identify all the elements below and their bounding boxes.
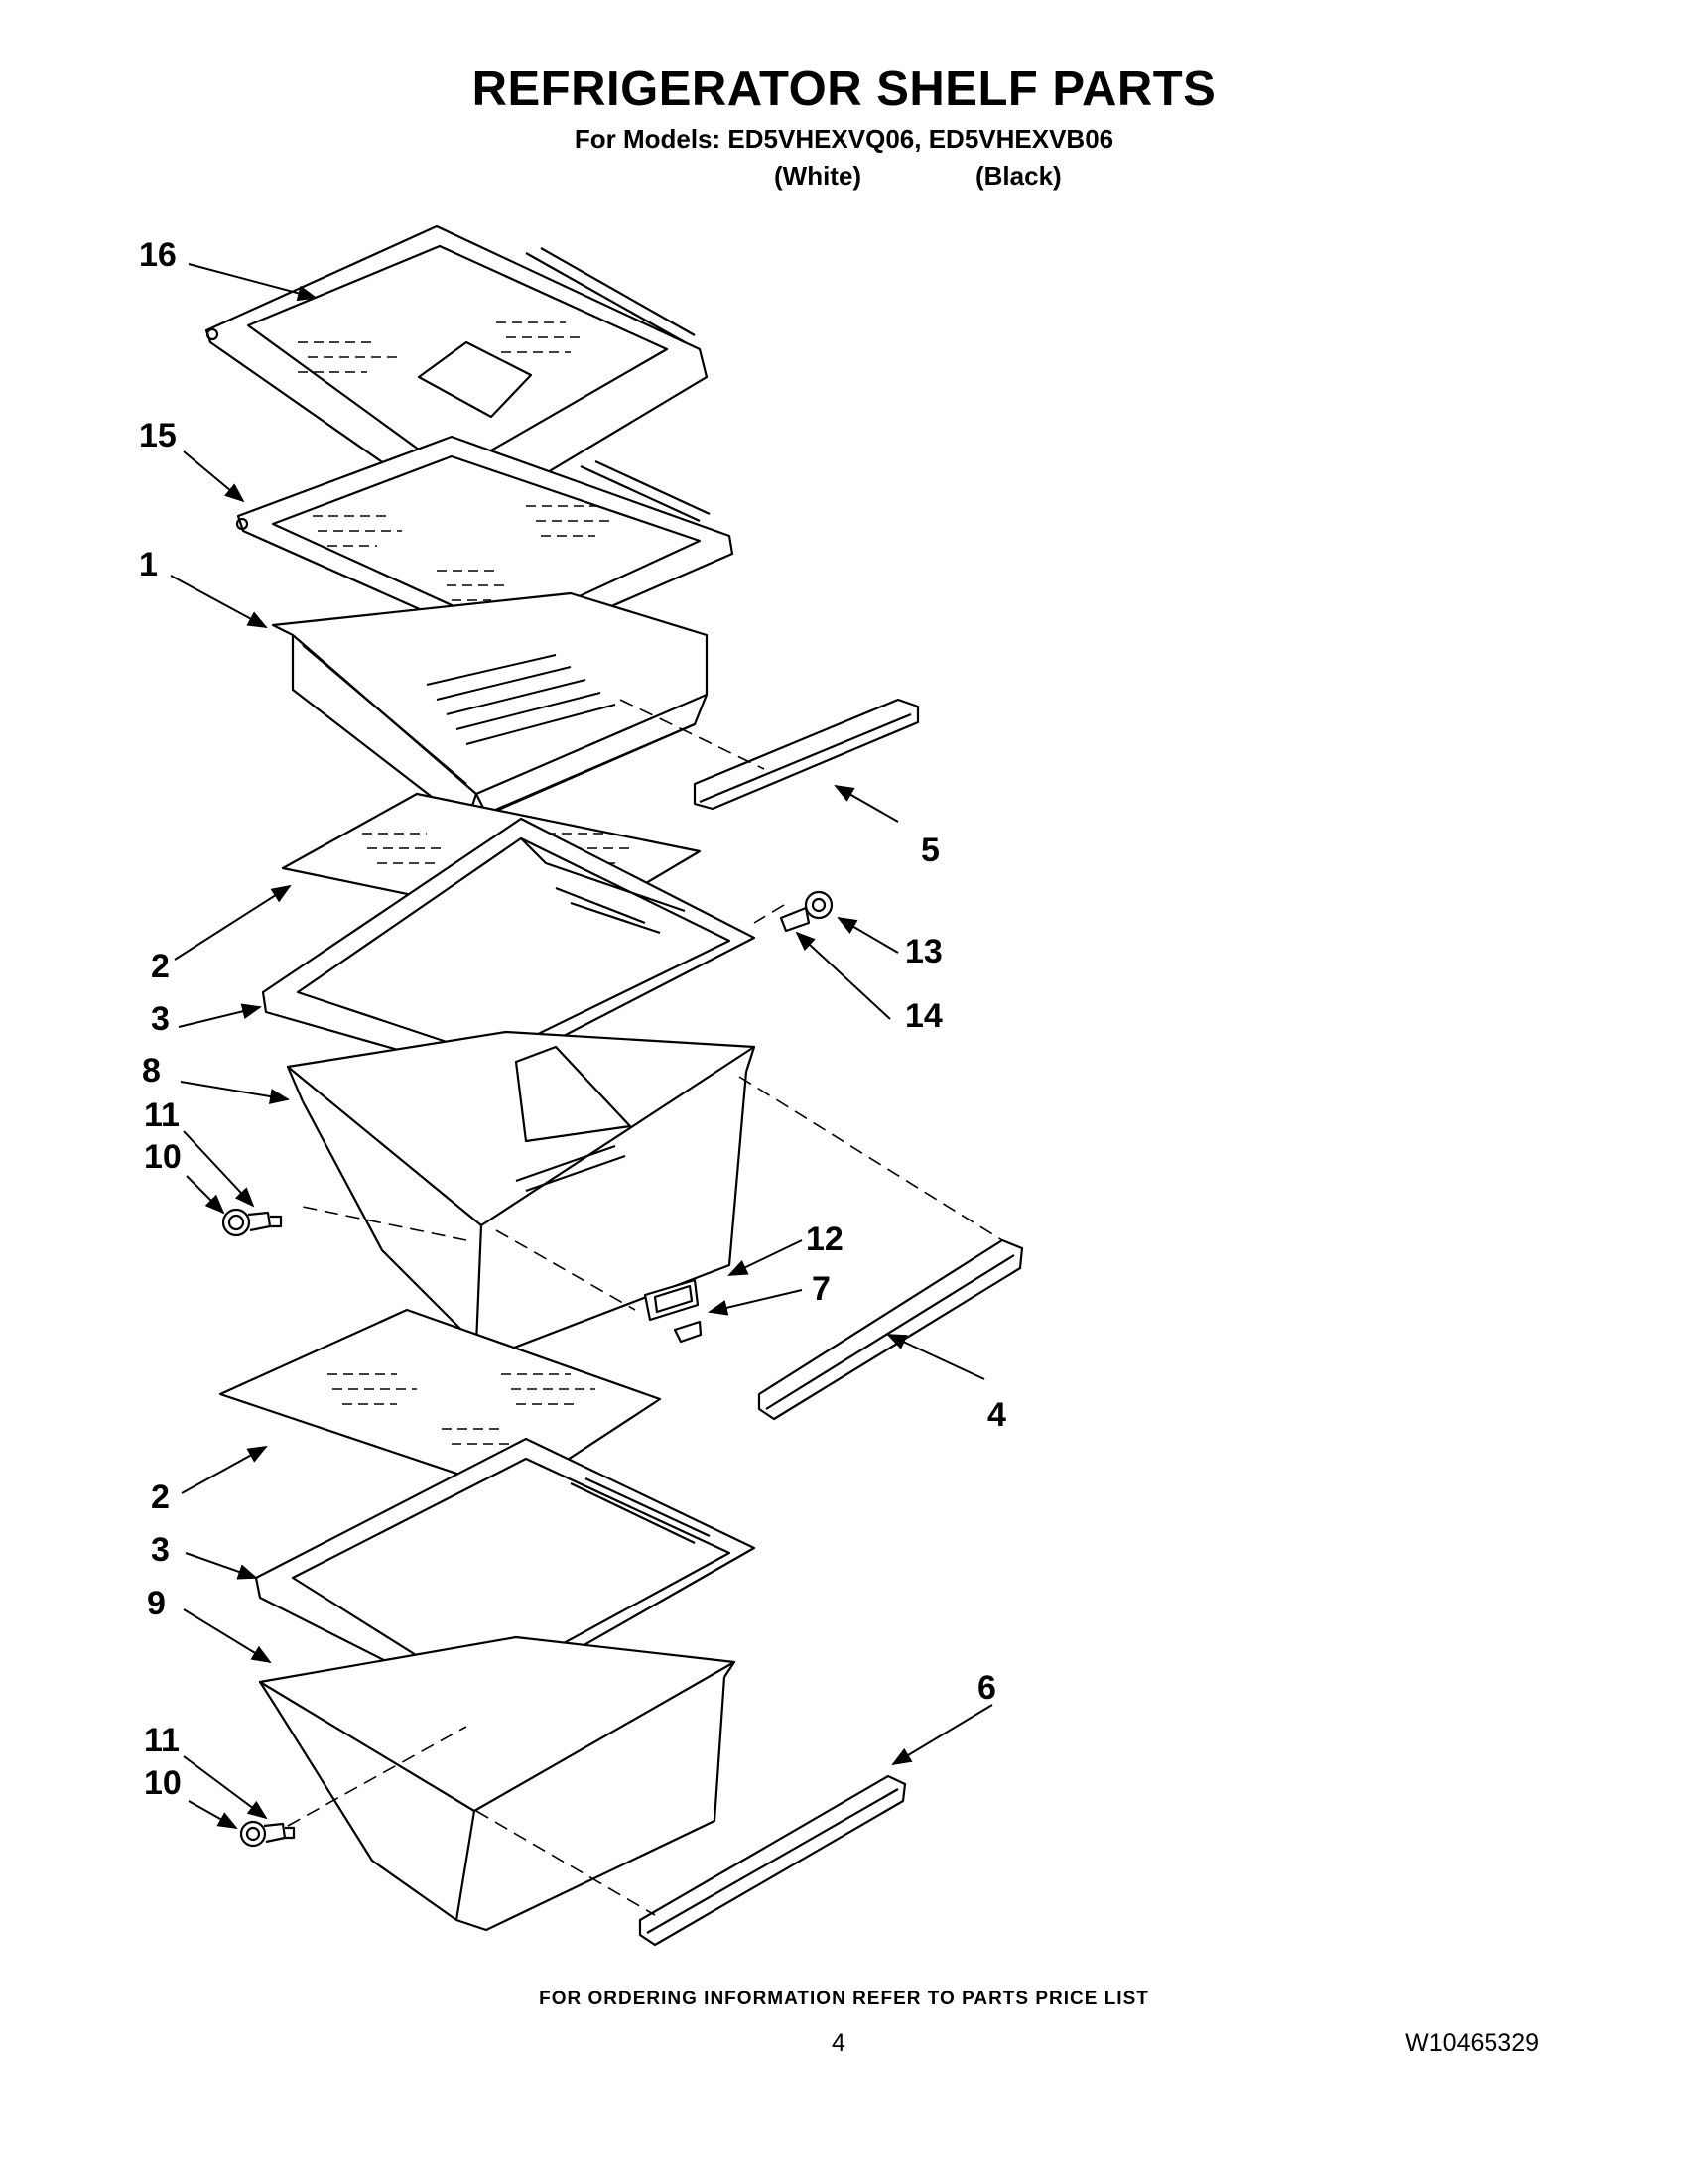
part-12-clip — [643, 1278, 700, 1322]
callout-3-upper: 3 — [151, 1000, 170, 1038]
part-13-14-pivot — [779, 890, 834, 933]
part-6-rail — [638, 1774, 907, 1947]
callout-10-lower: 10 — [144, 1764, 182, 1802]
callout-11-lower: 11 — [144, 1722, 180, 1759]
part-2-lower-glass — [218, 1308, 662, 1495]
document-number: W10465329 — [1405, 2029, 1539, 2057]
part-7-clip — [673, 1320, 703, 1344]
callout-14: 14 — [905, 997, 943, 1035]
callout-16: 16 — [139, 236, 177, 274]
callout-10-upper: 10 — [144, 1138, 182, 1176]
leader-lines — [170, 263, 993, 1829]
callout-8: 8 — [142, 1052, 161, 1090]
part-8-middle-drawer — [286, 1030, 756, 1356]
callout-4: 4 — [987, 1396, 1006, 1434]
ordering-note: FOR ORDERING INFORMATION REFER TO PARTS … — [539, 1989, 1149, 2009]
callout-9: 9 — [147, 1585, 166, 1622]
part-10-11-lower-wheel — [239, 1820, 296, 1848]
part-10-11-upper-wheel — [221, 1208, 283, 1237]
page-title: REFRIGERATOR SHELF PARTS — [471, 63, 1217, 116]
callout-3-lower: 3 — [151, 1531, 170, 1569]
part-16-top-shelf — [204, 224, 709, 528]
part-5-rail — [693, 698, 920, 811]
callout-labels: 16 15 1 5 2 13 3 14 8 11 10 12 7 4 2 3 9… — [139, 236, 1006, 1802]
page-number: 4 — [832, 2029, 845, 2057]
assembly-lines — [287, 699, 1003, 1916]
callout-2-lower: 2 — [151, 1478, 170, 1516]
callout-7: 7 — [812, 1270, 831, 1308]
part-4-rail — [757, 1238, 1024, 1421]
callout-5: 5 — [921, 832, 940, 869]
callout-13: 13 — [905, 933, 943, 970]
callout-6: 6 — [977, 1669, 996, 1707]
callout-12: 12 — [806, 1220, 844, 1258]
model-subtitle: For Models: ED5VHEXVQ06, ED5VHEXVB06 — [574, 124, 1114, 154]
callout-1: 1 — [139, 546, 158, 583]
callout-11-upper: 11 — [144, 1096, 180, 1134]
part-1-upper-drawer — [271, 591, 709, 826]
variant-white: (White) — [774, 161, 862, 191]
part-9-lower-drawer — [258, 1635, 736, 1932]
part-15-middle-shelf — [235, 435, 734, 652]
callout-2-upper: 2 — [151, 948, 170, 985]
callout-15: 15 — [139, 417, 177, 454]
variant-black: (Black) — [975, 161, 1062, 191]
part-3-lower-frame — [254, 1437, 756, 1709]
